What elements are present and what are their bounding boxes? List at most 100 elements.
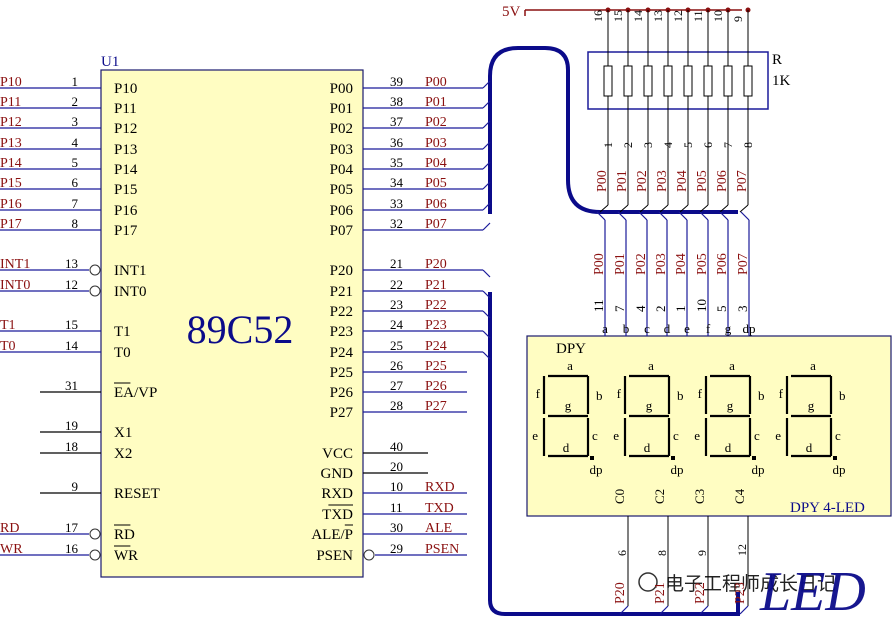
bus-entry-p0 — [482, 181, 491, 190]
mcu-right-net-label: ALE — [425, 521, 452, 536]
mcu-right-pin-number: 21 — [390, 256, 403, 271]
mcu-right-net-label: PSEN — [425, 542, 459, 557]
bus-entry-resistor — [699, 204, 709, 213]
display-seg-pin-number: 5 — [714, 306, 729, 313]
bus-entry-p0 — [482, 120, 491, 129]
seg-label-b: b — [758, 388, 765, 403]
display-common-label: C2 — [652, 489, 667, 504]
seg-label-dp: dp — [833, 462, 846, 477]
resistor-top-pin-number: 11 — [691, 10, 705, 22]
seg-label-e: e — [532, 428, 538, 443]
display-ref: DPY — [556, 341, 586, 357]
mcu-left-pin-number: 19 — [65, 418, 78, 433]
seg-label-dp: dp — [671, 462, 684, 477]
seg-label-b: b — [839, 388, 846, 403]
mcu-right-net-label: P25 — [425, 359, 447, 374]
mcu-left-net-label: P15 — [0, 176, 22, 191]
bus-entry-display — [658, 211, 668, 221]
mcu-right-pin-number: 33 — [390, 196, 403, 211]
display-seg-net-label: P00 — [592, 253, 607, 275]
seg-label-e: e — [694, 428, 700, 443]
mcu-right-net-label: P03 — [425, 136, 447, 151]
display-body — [526, 335, 892, 517]
bus-entry-p2 — [482, 290, 491, 299]
mcu-left-pin-number: 14 — [65, 338, 79, 353]
display-seg-net-label: P03 — [654, 253, 669, 275]
mcu-pin-inversion-bubble — [89, 549, 101, 561]
bus-entry-p2 — [482, 351, 491, 360]
display-common-pin-number: 12 — [735, 544, 749, 556]
mcu-right-pin-name: ALE/P — [311, 527, 353, 543]
resistor-element — [703, 65, 713, 97]
mcu-left-pin-name: INT1 — [114, 263, 147, 279]
bus-entry-resistor — [659, 204, 669, 213]
display-seg-net-label: P07 — [736, 253, 751, 275]
mcu-right-net-label: P04 — [425, 156, 447, 171]
bus-entry-display — [678, 211, 688, 221]
display-common-label: C3 — [692, 489, 707, 504]
mcu-left-pin-name: INT0 — [114, 284, 147, 300]
mcu-left-net-label: P13 — [0, 136, 22, 151]
seven-seg-dp-dot — [752, 456, 756, 460]
bus-entry-p0 — [482, 100, 491, 109]
seg-label-e: e — [613, 428, 619, 443]
resistor-element — [723, 65, 733, 97]
display-common-net-label: P22 — [693, 582, 708, 604]
bus-entry-display — [596, 211, 606, 221]
mcu-right-pin-number: 23 — [390, 297, 403, 312]
mcu-left-pin-name: X1 — [114, 425, 132, 441]
mcu-right-pin-number: 27 — [390, 378, 404, 393]
mcu-right-net-label: P23 — [425, 318, 447, 333]
mcu-part: 89C52 — [187, 307, 294, 352]
bus-entry-resistor — [619, 204, 629, 213]
seg-label-a: a — [567, 358, 573, 373]
mcu-right-pin-number: 36 — [390, 135, 404, 150]
bus-entry-display — [617, 211, 627, 221]
mcu-right-net-label: RXD — [425, 480, 455, 495]
bus-entry-p2 — [482, 269, 491, 278]
mcu-left-net-label: INT1 — [0, 257, 30, 272]
resistor-net-label: P05 — [695, 170, 710, 192]
resistor-bottom-pin-number: 2 — [621, 142, 635, 148]
mcu-left-pin-number: 4 — [72, 135, 79, 150]
resistor-element — [743, 65, 753, 97]
mcu-ref: U1 — [101, 54, 119, 70]
seg-label-e: e — [775, 428, 781, 443]
resistor-value: 1K — [772, 73, 791, 89]
mcu-left-pin-name: P13 — [114, 142, 137, 158]
watermark-icon — [638, 572, 658, 592]
mcu-left-net-label: T0 — [0, 339, 16, 354]
resistor-top-pin-number: 13 — [651, 10, 665, 22]
bus-entry-display — [699, 211, 709, 221]
display-seg-net-label: P06 — [715, 253, 730, 275]
seg-label-a: a — [729, 358, 735, 373]
mcu-right-net-label: P27 — [425, 399, 447, 414]
resistor-element — [623, 65, 633, 97]
mcu-left-pin-number: 7 — [72, 196, 79, 211]
seven-seg-dp-dot — [590, 456, 594, 460]
mcu-body — [100, 69, 364, 578]
mcu-right-pin-number: 37 — [390, 114, 404, 129]
mcu-right-pin-number: 29 — [390, 541, 403, 556]
power-label: 5V — [502, 4, 521, 20]
bus-entry-resistor — [719, 204, 729, 213]
mcu-right-net-label: P05 — [425, 176, 447, 191]
mcu-right-pin-number: 35 — [390, 155, 403, 170]
display-common-pin-number: 6 — [615, 550, 629, 556]
display-common-pin-number: 8 — [655, 550, 669, 556]
mcu-left-pin-name: EA/VP — [114, 385, 157, 401]
seg-label-c: c — [835, 428, 841, 443]
mcu-left-pin-name: P16 — [114, 203, 138, 219]
mcu-right-pin-name: TXD — [322, 507, 353, 523]
mcu-right-net-label: P22 — [425, 298, 447, 313]
mcu-left-pin-number: 6 — [72, 175, 79, 190]
mcu-right-pin-name: P05 — [330, 182, 353, 198]
mcu-right-pin-name: P21 — [330, 284, 353, 300]
data-bus-p2 — [488, 292, 740, 616]
mcu-left-net-label: RD — [0, 521, 19, 536]
mcu-right-pin-number: 32 — [390, 216, 403, 231]
mcu-left-pin-name: P12 — [114, 121, 137, 137]
mcu-right-net-label: P24 — [425, 339, 447, 354]
seven-seg-dp-dot — [671, 456, 675, 460]
seg-label-f: f — [698, 386, 703, 401]
